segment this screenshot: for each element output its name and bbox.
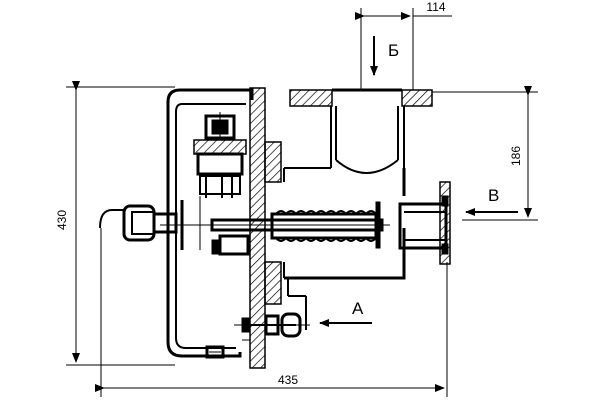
inlet-pipe — [284, 88, 433, 174]
dimension-height-430: 430 — [55, 81, 175, 366]
view-arrow-a: А — [319, 299, 372, 327]
bottom-bolt — [234, 312, 310, 338]
view-label-b: Б — [388, 41, 399, 60]
view-label-a: А — [352, 299, 364, 318]
view-arrow-b-top: Б — [370, 36, 399, 76]
dimension-width-114: 114 — [355, 0, 452, 90]
dimension-label-430: 430 — [55, 210, 69, 230]
dimension-label-114: 114 — [426, 0, 445, 14]
spring-shaft-assembly — [160, 201, 390, 249]
handle-lever — [99, 196, 201, 250]
outlet-pipe — [398, 181, 451, 265]
dimension-label-186: 186 — [509, 146, 523, 166]
dimension-height-186: 186 — [432, 86, 538, 221]
actuator-block — [193, 112, 247, 198]
mounting-flange — [242, 87, 282, 369]
lower-plunger — [211, 234, 250, 256]
view-arrow-v-side: В — [465, 186, 518, 216]
view-label-v: В — [488, 186, 499, 205]
dimension-length-435: 435 — [95, 228, 448, 397]
dimension-label-435: 435 — [278, 373, 298, 387]
valve-body — [283, 168, 406, 330]
